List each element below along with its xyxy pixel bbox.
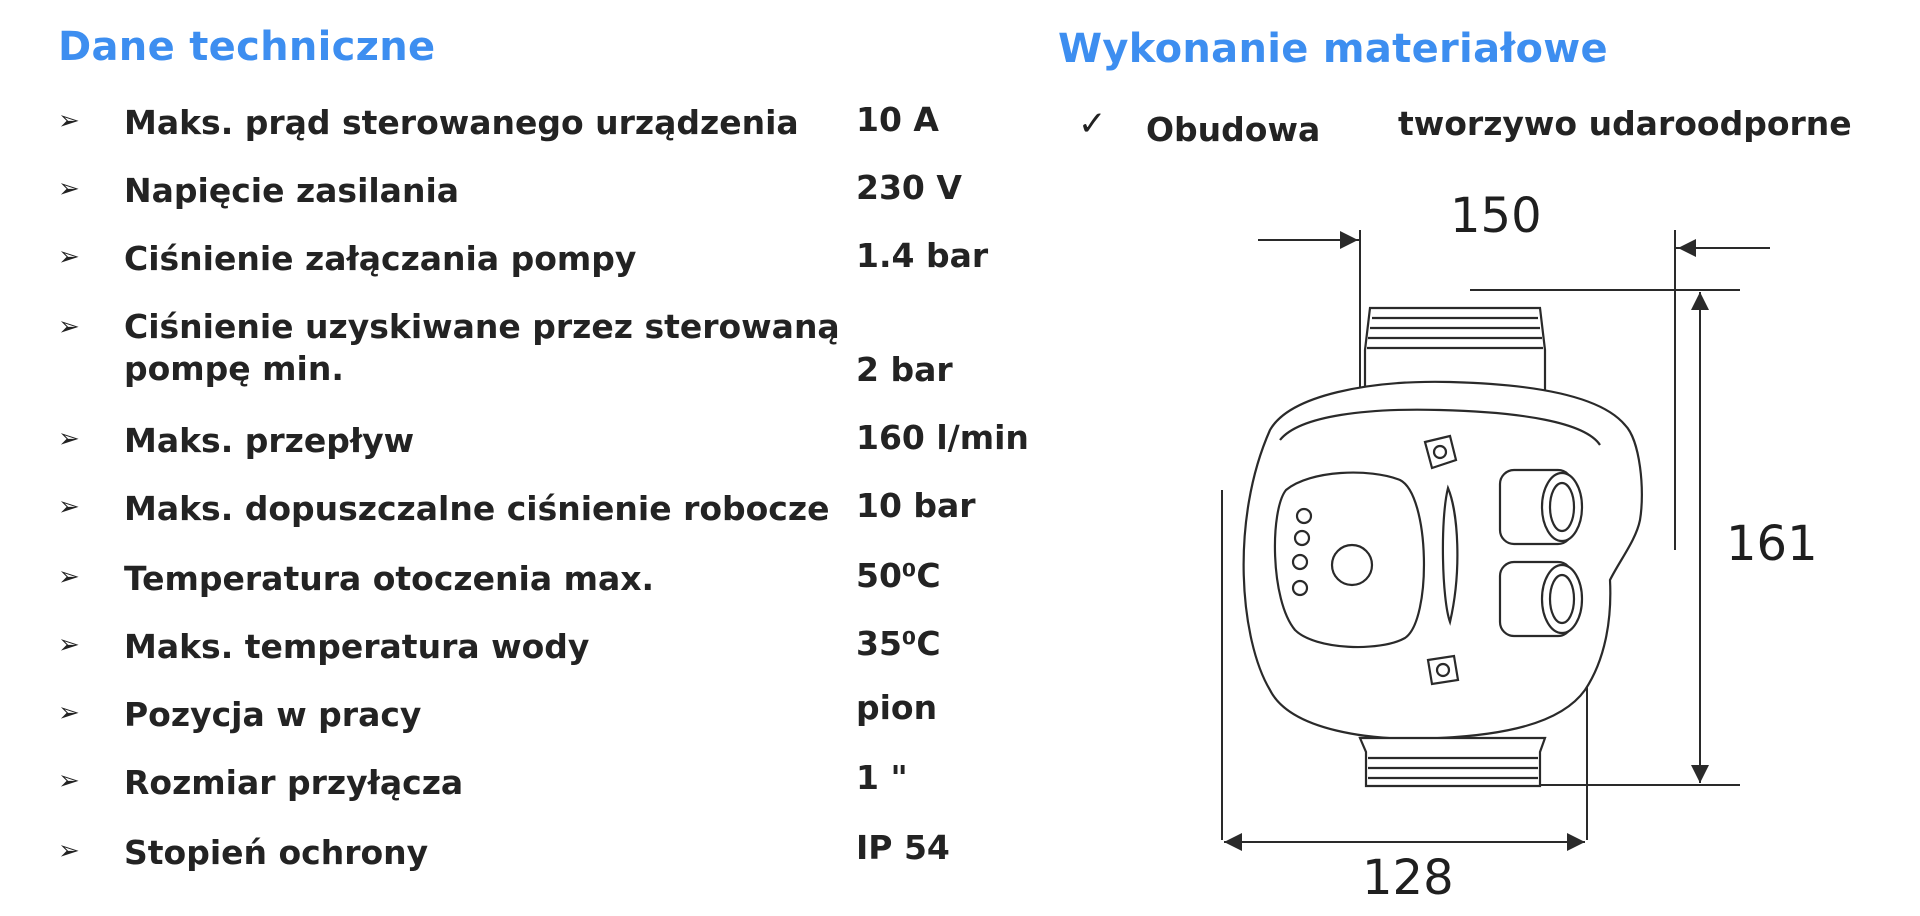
spec-value: 1.4 bar [856,236,989,275]
spec-value: 1 " [856,758,908,797]
spec-label: Ciśnienie załączania pompy [124,239,637,278]
spec-value: 10 A [856,100,939,139]
arrow-bullet-icon: ➢ [58,242,80,272]
spec-label: Temperatura otoczenia max. [124,559,655,598]
spec-row: ➢ Rozmiar przyłącza 1 " [58,758,1038,806]
spec-value: pion [856,688,938,727]
spec-value: 35⁰C [856,624,941,663]
arrow-bullet-icon: ➢ [58,174,80,204]
dimension-right [1470,289,1740,786]
section-title-materials: Wykonanie materiałowe [1058,26,1608,72]
spec-label: Maks. prąd sterowanego urządzenia [124,103,799,142]
dimension-width-top-label: 150 [1450,188,1542,244]
spec-row: ➢ Maks. prąd sterowanego urządzenia 10 A [58,100,1038,146]
spec-label: Maks. dopuszczalne ciśnienie robocze [124,489,830,528]
spec-label: Napięcie zasilania [124,171,460,210]
spec-label: Stopień ochrony [124,833,429,872]
spec-row: ➢ Ciśnienie załączania pompy 1.4 bar [58,236,1038,282]
spec-row: ➢ Ciśnienie uzyskiwane przez sterowaną p… [58,306,1038,396]
spec-label: Ciśnienie uzyskiwane przez sterowaną pom… [124,307,840,388]
spec-value: 160 l/min [856,418,1029,457]
spec-row: ➢ Pozycja w pracy pion [58,688,1038,738]
material-row: ✓ Obudowa tworzywo udaroodporne [1078,104,1908,154]
spec-label: Pozycja w pracy [124,695,422,734]
spec-row: ➢ Maks. temperatura wody 35⁰C [58,624,1038,670]
spec-label: Rozmiar przyłącza [124,763,464,802]
spec-row: ➢ Stopień ochrony IP 54 [58,828,1038,876]
arrow-bullet-icon: ➢ [58,698,80,728]
check-icon: ✓ [1078,104,1107,144]
section-title-technical-data: Dane techniczne [58,24,436,70]
spec-row: ➢ Napięcie zasilania 230 V [58,168,1038,214]
arrow-bullet-icon: ➢ [58,492,80,522]
spec-value: 50⁰C [856,556,941,595]
arrow-bullet-icon: ➢ [58,106,80,136]
dimension-width-bottom-label: 128 [1362,850,1454,906]
spec-label: Maks. temperatura wody [124,627,590,666]
spec-row: ➢ Maks. dopuszczalne ciśnienie robocze 1… [58,486,1038,532]
spec-value: IP 54 [856,828,950,867]
arrow-bullet-icon: ➢ [58,312,80,342]
spec-row: ➢ Maks. przepływ 160 l/min [58,418,1038,464]
spec-value: 2 bar [856,350,953,389]
device-body [1242,306,1643,788]
dimension-height-label: 161 [1726,516,1818,572]
pressure-controller-drawing: 150 161 128 [1221,188,1818,906]
arrow-bullet-icon: ➢ [58,562,80,592]
arrow-bullet-icon: ➢ [58,630,80,660]
spec-row: ➢ Temperatura otoczenia max. 50⁰C [58,556,1038,602]
material-value: tworzywo udaroodporne [1398,104,1852,143]
spec-value: 230 V [856,168,962,207]
material-label: Obudowa [1146,110,1321,149]
spec-value: 10 bar [856,486,976,525]
spec-label: Maks. przepływ [124,421,415,460]
arrow-bullet-icon: ➢ [58,766,80,796]
arrow-bullet-icon: ➢ [58,836,80,866]
arrow-bullet-icon: ➢ [58,424,80,454]
